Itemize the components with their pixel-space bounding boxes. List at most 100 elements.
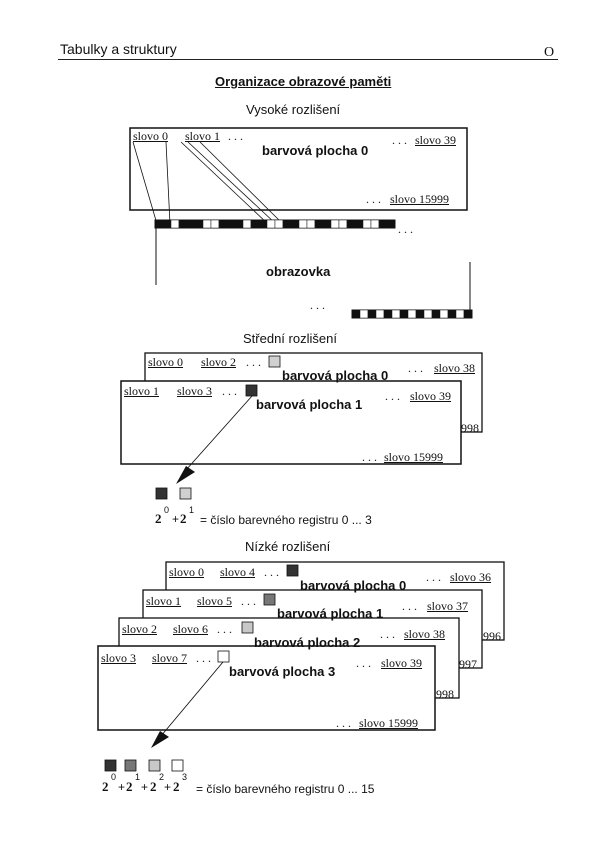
low-p0-clip: 996: [483, 629, 501, 643]
memory-strip-cell: [282, 219, 292, 229]
medium-p1-ellipsis-end: . . .: [385, 389, 400, 403]
medium-pixel-0: [268, 355, 281, 368]
screen-strip-cell: [423, 309, 433, 319]
section-high: Vysoké rozlišení: [246, 102, 341, 117]
screen-strip-cell: [455, 309, 465, 319]
memory-strip-cell: [170, 219, 180, 229]
memory-strip-cell: [194, 219, 204, 229]
screen-strip-cell: [399, 309, 409, 319]
screen-strip-cell: [447, 309, 457, 319]
low-pixel-2: [241, 621, 254, 634]
high-word-39: slovo 39: [415, 133, 457, 147]
low-arrow-line: [160, 661, 224, 737]
screen-strip-cell: [431, 309, 441, 319]
medium-formula-text: = číslo barevného registru 0 ... 3: [200, 513, 372, 527]
low-p3-word-last: slovo 15999: [359, 716, 419, 730]
low-pixel-1: [263, 593, 276, 606]
low-p2-ellipsis: . . .: [217, 622, 232, 636]
low-plus-2: +: [141, 780, 149, 794]
medium-plane-1-box: [120, 380, 462, 465]
low-p3-plane: barvová plocha 3: [229, 664, 336, 679]
low-p0-plane: barvová plocha 0: [300, 578, 407, 593]
medium-legend-light: [179, 487, 192, 500]
high-mapping-lines: [132, 141, 284, 225]
screen-strip-cell: [375, 309, 385, 319]
low-p3-clip: 998: [436, 687, 454, 701]
low-p3-ellipsis-bottom: . . .: [336, 716, 351, 730]
high-ellipsis-bottom: . . .: [366, 192, 381, 206]
low-p0-word-a: slovo 0: [169, 565, 205, 579]
low-p0-word-end: slovo 36: [450, 570, 492, 584]
medium-arrow-head: [176, 466, 195, 484]
high-word-15999: slovo 15999: [390, 192, 450, 206]
section-medium: Střední rozlišení: [243, 331, 337, 346]
medium-exp-0: 0: [164, 505, 170, 515]
memory-strip-cell: [330, 219, 340, 229]
memory-strip-cell: [258, 219, 268, 229]
page-title: Organizace obrazové paměti: [215, 74, 392, 89]
memory-strip: [154, 219, 396, 229]
medium-p1-word-last: slovo 15999: [384, 450, 444, 464]
memory-strip-cell: [162, 219, 172, 229]
memory-strip-cell: [226, 219, 236, 229]
low-p1-word-b: slovo 5: [197, 594, 233, 608]
memory-strip-cell: [266, 219, 276, 229]
low-exp-3: 3: [182, 772, 188, 782]
low-p2-plane: barvová plocha 2: [254, 635, 361, 650]
high-ellipsis-top: . . .: [228, 129, 243, 143]
medium-p1-word-a: slovo 1: [124, 384, 160, 398]
high-word-0: slovo 0: [133, 129, 169, 143]
low-legend-2: [148, 759, 161, 772]
screen-label: obrazovka: [266, 264, 331, 279]
header-title: Tabulky a struktury: [60, 41, 177, 57]
memory-strip-cell: [242, 219, 252, 229]
screen-strip-cell: [359, 309, 369, 319]
memory-strip-cell: [250, 219, 260, 229]
medium-p0-word-b: slovo 2: [201, 355, 237, 369]
low-p2-clip: 997: [459, 657, 477, 671]
screen-strip-cell: [391, 309, 401, 319]
memory-strip-cell: [210, 219, 220, 229]
low-legend-0: [104, 759, 117, 772]
low-p0-word-b: slovo 4: [220, 565, 256, 579]
memory-strip-cell: [362, 219, 372, 229]
memory-strip-cell: [202, 219, 212, 229]
memory-strip-cell: [354, 219, 364, 229]
medium-base-0: 2: [155, 511, 162, 526]
low-p3-word-a: slovo 3: [101, 651, 137, 665]
screen-strip-cell: [383, 309, 393, 319]
screen-strip: [351, 309, 473, 319]
low-plane-3-box: [97, 645, 436, 731]
low-plus-3: +: [164, 780, 172, 794]
low-base-2: 2: [150, 779, 157, 794]
strip-ellipsis: . . .: [398, 222, 413, 236]
medium-p0-clip: 998: [461, 421, 479, 435]
section-low: Nízké rozlišení: [245, 539, 331, 554]
low-p3-word-end: slovo 39: [381, 656, 423, 670]
memory-strip-cell: [306, 219, 316, 229]
medium-p1-ellipsis: . . .: [222, 384, 237, 398]
memory-strip-cell: [314, 219, 324, 229]
high-word-1: slovo 1: [185, 129, 221, 143]
low-pixel-3: [217, 650, 230, 663]
memory-strip-cell: [370, 219, 380, 229]
low-p2-word-a: slovo 2: [122, 622, 158, 636]
memory-strip-cell: [298, 219, 308, 229]
low-p1-word-a: slovo 1: [146, 594, 182, 608]
medium-p0-ellipsis: . . .: [246, 355, 261, 369]
low-base-3: 2: [173, 779, 180, 794]
medium-base-1: 2: [180, 511, 187, 526]
memory-strip-cell: [346, 219, 356, 229]
low-plus-1: +: [118, 780, 126, 794]
screen-strip-cell: [351, 309, 361, 319]
high-plane-label: barvová plocha 0: [262, 143, 369, 158]
medium-p1-plane: barvová plocha 1: [256, 397, 363, 412]
low-p1-ellipsis: . . .: [241, 594, 256, 608]
screen-strip-cell: [463, 309, 473, 319]
header-rule: [58, 59, 558, 60]
low-p0-ellipsis-end: . . .: [426, 570, 441, 584]
screen-ellipsis: . . .: [310, 298, 325, 312]
page-number: O: [544, 45, 555, 60]
low-arrow-head: [151, 731, 169, 748]
medium-p1-word-b: slovo 3: [177, 384, 213, 398]
